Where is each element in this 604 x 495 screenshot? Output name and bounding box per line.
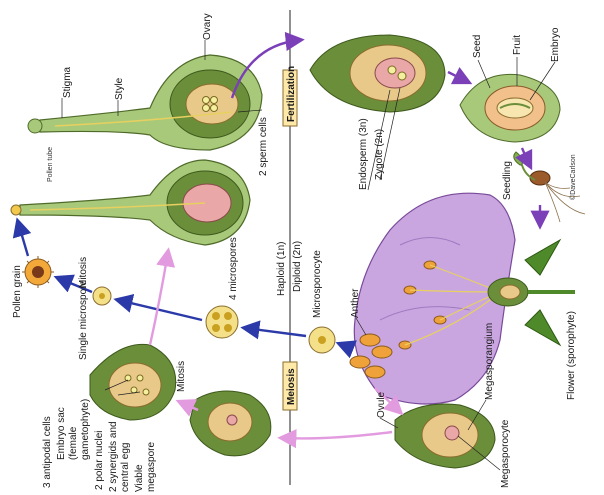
label-synergids-2: central egg xyxy=(120,443,131,492)
label-embryo: Embryo xyxy=(550,27,561,62)
label-seed: Seed xyxy=(472,35,483,58)
label-ovule: Ovule xyxy=(376,391,387,418)
label-four-microspores: 4 microspores xyxy=(228,237,239,300)
label-style: Style xyxy=(114,77,125,100)
label-fruit: Fruit xyxy=(512,35,523,55)
label-polar-nuclei: 2 polar nuclei xyxy=(94,431,105,490)
arrow-to-seed xyxy=(448,72,468,82)
label-megasporocyte: Megasporocyte xyxy=(500,419,511,488)
label-mitosis-bottom: Mitosis xyxy=(176,361,187,392)
label-credit: ©DaveCarlson xyxy=(569,154,577,200)
embryo-sac-ovule xyxy=(90,344,176,420)
arrow-ovule-to-megaspore xyxy=(282,432,392,438)
label-endosperm: Endosperm (3n) xyxy=(358,118,369,190)
flower-icon xyxy=(354,193,575,404)
label-haploid: Haploid (1n) xyxy=(276,242,287,296)
label-synergids-1: 2 synergids and xyxy=(108,421,119,492)
arrow-microsporocyte-to-microspores xyxy=(245,328,306,336)
single-microspore-icon xyxy=(93,287,111,305)
arrow-to-seedling xyxy=(522,148,530,166)
seed-fruit-icon xyxy=(460,74,560,142)
arrow-embryo-sac-to-pistil xyxy=(150,252,168,345)
pollen-grain-icon xyxy=(22,256,54,288)
megasporangium-ovule xyxy=(395,404,495,468)
label-embryo-sac-2: (female xyxy=(68,426,79,460)
label-viable-2: megaspore xyxy=(146,442,157,492)
label-embryo-sac-3: gametophyte) xyxy=(80,399,91,460)
label-pollen-grain: Pollen grain xyxy=(12,265,23,318)
fertilized-ovule xyxy=(310,35,445,112)
label-seedling: Seedling xyxy=(502,161,513,200)
label-embryo-sac-1: Embryo sac xyxy=(56,407,67,460)
label-stigma: Stigma xyxy=(62,66,73,98)
label-meiosis: Meiosis xyxy=(286,368,297,405)
label-two-sperm-cells: 2 sperm cells xyxy=(258,117,269,176)
four-microspores-icon xyxy=(206,306,238,338)
label-anther: Anther xyxy=(350,288,361,318)
label-antipodal: 3 antipodal cells xyxy=(42,416,53,488)
viable-megaspore-ovule xyxy=(190,391,271,456)
label-fertilization: Fertilization xyxy=(286,66,297,122)
label-pollen-tube: Pollen tube xyxy=(47,147,54,182)
arrow-pollen-to-pistil xyxy=(18,222,28,256)
label-ovary: Ovary xyxy=(202,13,213,40)
microsporocyte-icon xyxy=(309,327,335,353)
label-diploid: Diploid (2n) xyxy=(292,241,303,292)
label-viable-1: Viable xyxy=(134,464,145,492)
arrow-microspores-to-single xyxy=(118,300,202,320)
arrow-anther-to-microsporocyte xyxy=(340,344,350,348)
label-single-microspore: Single microspore xyxy=(78,280,89,360)
label-flower: Flower (sporophyte) xyxy=(566,311,577,400)
label-microsporocyte: Microsporocyte xyxy=(312,250,323,318)
label-megasporangium: Megasporangium xyxy=(484,323,495,400)
